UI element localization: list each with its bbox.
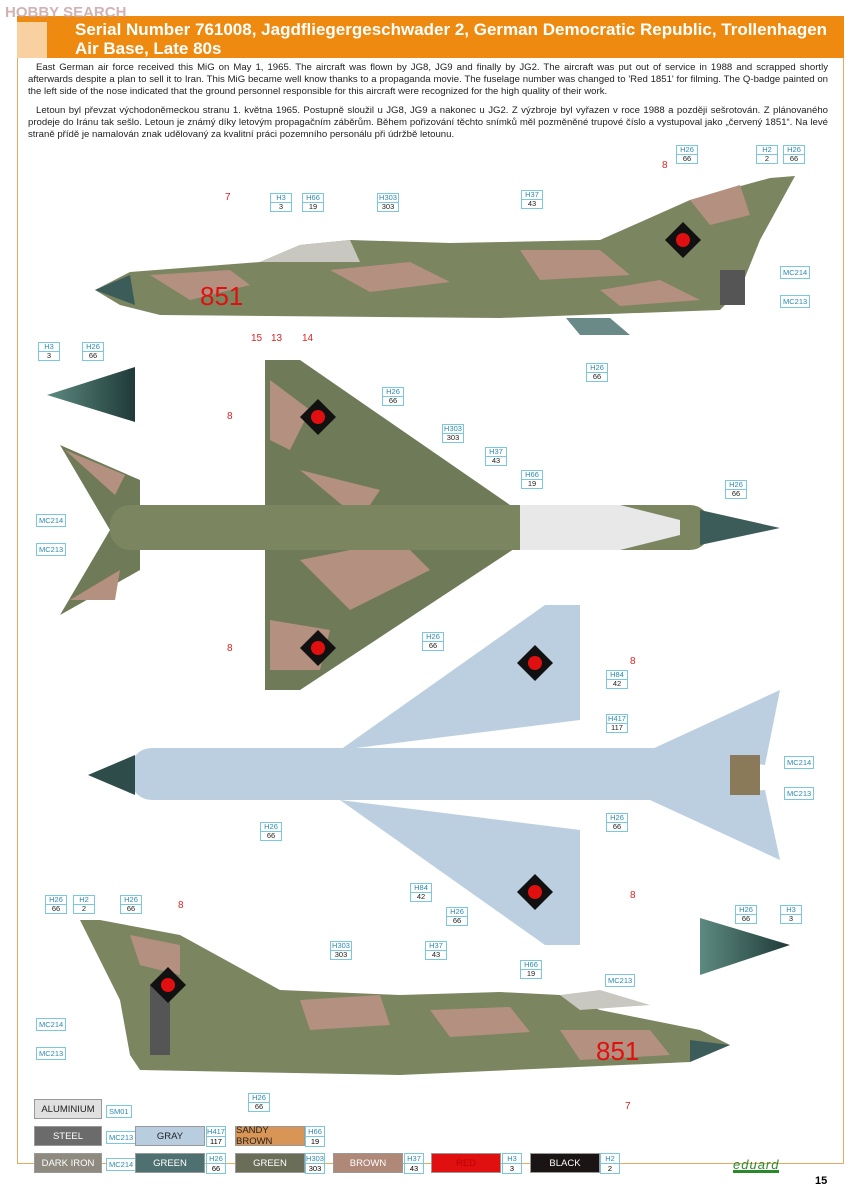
metal-callout: MC214 (784, 756, 815, 769)
marking-number: 8 (178, 900, 184, 911)
legend-swatch-red: RED (431, 1153, 501, 1173)
legend-code: MC213 (106, 1131, 137, 1144)
camo-brown-patch (150, 185, 750, 306)
marking-number: 8 (662, 160, 668, 171)
description: East German air force received this MiG … (28, 62, 828, 148)
marking-number: 8 (227, 411, 233, 422)
metal-callout: MC214 (36, 514, 67, 527)
legend-swatch-aluminium: ALUMINIUM (34, 1099, 102, 1119)
marking-number: 8 (630, 656, 636, 667)
metal-callout: MC214 (780, 266, 811, 279)
marking-number: 8 (630, 890, 636, 901)
metal-callout: MC214 (36, 1018, 67, 1031)
legend-swatch-gray: GRAY (135, 1126, 205, 1146)
title-bar: Serial Number 761008, Jagdfliegergeschwa… (9, 16, 844, 58)
legend-swatch-green-h303: GREEN (235, 1153, 305, 1173)
page-number: 15 (815, 1175, 828, 1187)
legend-swatch-dark-iron: DARK IRON (34, 1153, 102, 1173)
eduard-logo: eduard (733, 1157, 780, 1173)
metal-callout: MC213 (605, 974, 636, 987)
profile-letter-badge (9, 22, 47, 58)
legend-swatch-green-h26: GREEN (135, 1153, 205, 1173)
top-view (60, 360, 780, 690)
metal-callout: MC213 (36, 543, 67, 556)
bottom-view (88, 605, 780, 945)
legend-swatch-steel: STEEL (34, 1126, 102, 1146)
legend-code: SM01 (106, 1105, 132, 1118)
marking-number: 7 (225, 192, 231, 203)
marking-number: 15 (251, 333, 263, 344)
marking-number: 14 (302, 333, 314, 344)
fuselage-number-side1: 851 (200, 281, 243, 311)
description-en: East German air force received this MiG … (28, 62, 828, 97)
legend-swatch-brown: BROWN (333, 1153, 403, 1173)
description-cz: Letoun byl převzat východoněmeckou stran… (28, 105, 828, 140)
metal-callout: MC213 (780, 295, 811, 308)
nose-cone-view-2 (700, 918, 790, 975)
side-view-right (80, 920, 730, 1075)
metal-callout: MC213 (36, 1047, 67, 1060)
page-title: Serial Number 761008, Jagdfliegergeschwa… (75, 20, 828, 58)
nose-cone-view (47, 367, 135, 422)
legend-swatch-sandy-brown: SANDY BROWN (235, 1125, 305, 1147)
marking-number: 13 (271, 333, 283, 344)
metal-callout: MC213 (784, 787, 815, 800)
side-view-left (95, 176, 795, 335)
marking-number: 8 (227, 643, 233, 654)
legend-swatch-black: BLACK (530, 1153, 600, 1173)
marking-number: 7 (625, 1101, 631, 1112)
watermark: HOBBY SEARCH (5, 4, 127, 21)
fuselage-number-side2: 851 (596, 1036, 639, 1066)
legend-code: MC214 (106, 1158, 137, 1171)
